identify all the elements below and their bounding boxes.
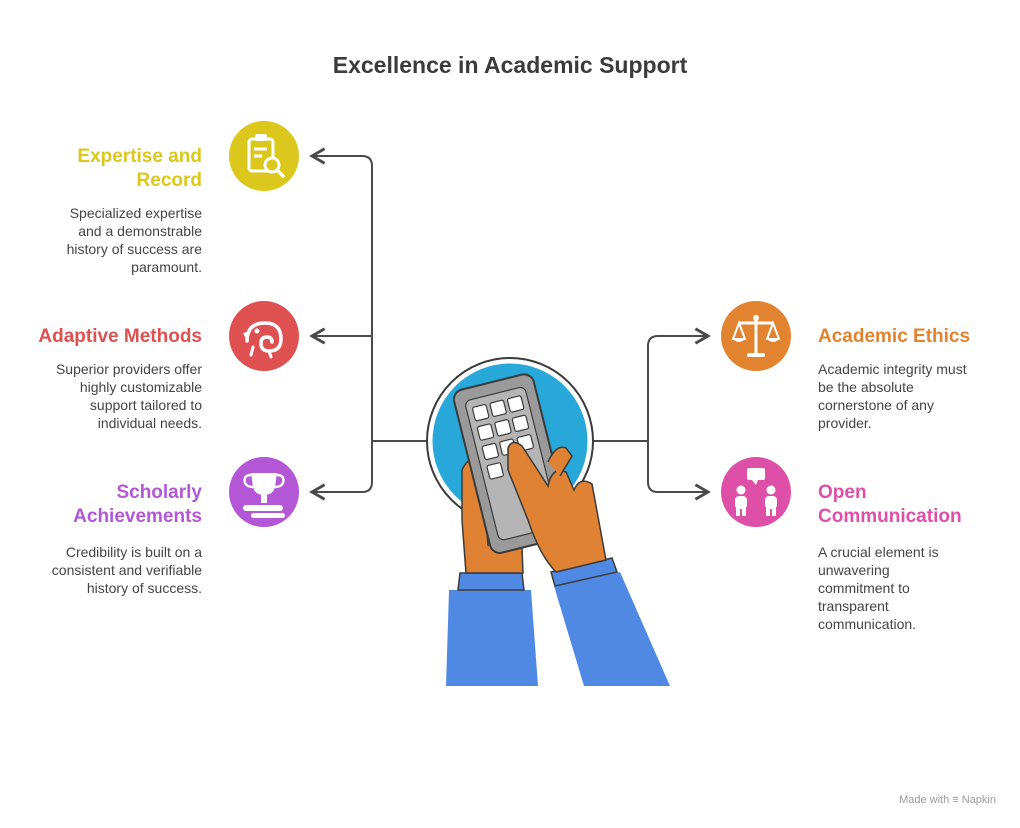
napkin-logo-icon: ≡ xyxy=(952,794,959,806)
ethics-icon-circle xyxy=(721,301,791,371)
adaptive-title: Adaptive Methods xyxy=(38,326,202,347)
adaptive-description: Superior providers offer highly customiz… xyxy=(55,361,202,431)
conversation-icon xyxy=(735,468,777,516)
napkin-brand: Napkin xyxy=(961,794,996,806)
connector-expertise xyxy=(309,147,430,442)
scholarly-icon-circle xyxy=(229,457,299,527)
left-sleeve xyxy=(446,590,538,686)
adaptive-icon-circle xyxy=(229,301,299,371)
expertise-icon-circle xyxy=(229,121,299,191)
scholarly-title: Scholarly Achievements xyxy=(73,482,202,527)
made-with-label: Made with xyxy=(899,794,950,806)
connector-ethics xyxy=(590,327,711,442)
connector-communication xyxy=(647,441,711,501)
ethics-description: Academic integrity must be the absolute … xyxy=(818,361,967,431)
chameleon-icon xyxy=(243,321,283,359)
expertise-title: Expertise and Record xyxy=(77,146,202,191)
clipboard-search-icon xyxy=(247,134,285,178)
diagram-title: Excellence in Academic Support xyxy=(332,52,688,78)
communication-description: A crucial element is unwavering commitme… xyxy=(818,544,939,632)
trophy-icon xyxy=(243,473,285,518)
communication-title: Open Communication xyxy=(818,482,962,527)
made-with-napkin: Made with ≡ Napkin xyxy=(899,794,996,806)
connector-scholarly xyxy=(309,441,373,501)
communication-icon-circle xyxy=(721,457,791,527)
scales-icon xyxy=(731,315,781,357)
right-sleeve xyxy=(554,572,670,686)
ethics-title: Academic Ethics xyxy=(818,326,971,347)
right-hand xyxy=(507,441,607,573)
scholarly-description: Credibility is built on a consistent and… xyxy=(51,544,202,596)
expertise-description: Specialized expertise and a demonstrable… xyxy=(66,205,202,275)
